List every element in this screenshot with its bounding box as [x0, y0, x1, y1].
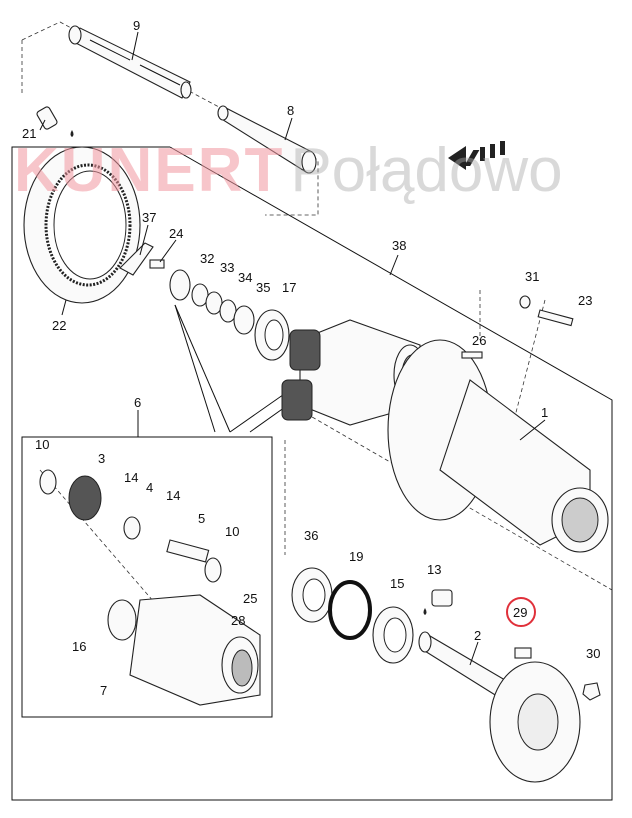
shaft-dashed-box [21, 21, 319, 216]
arrow-left-icon [448, 141, 505, 170]
part-2-axle-shaft [418, 631, 581, 783]
callout-30: 30 [586, 646, 600, 661]
callout-36: 36 [304, 528, 318, 543]
part-29-stud [514, 647, 532, 659]
highlight-circle [506, 597, 536, 627]
callout-5: 5 [198, 511, 205, 526]
callout-31: 31 [525, 269, 539, 284]
callout-24: 24 [169, 226, 183, 241]
callout-13: 13 [427, 562, 441, 577]
subassembly-6-frame [21, 436, 273, 718]
callout-1: 1 [541, 405, 548, 420]
part-22-ring-gear [23, 146, 141, 304]
callout-38: 38 [392, 238, 406, 253]
callout-3: 3 [98, 451, 105, 466]
part-8-spline-shaft [217, 105, 317, 174]
part-30-nut [582, 682, 601, 701]
callout-17: 17 [282, 280, 296, 295]
callout-16: 16 [72, 639, 86, 654]
callout-2: 2 [474, 628, 481, 643]
part-36-seal [291, 567, 333, 623]
washers-32-35 [169, 269, 255, 335]
callout-10b: 10 [225, 524, 239, 539]
part-19-ring [328, 580, 372, 640]
callout-19: 19 [349, 549, 363, 564]
callout-labels: 9 8 21 37 24 22 32 33 34 35 17 38 31 23 … [22, 18, 600, 698]
part-21-plug [36, 106, 74, 137]
callout-22: 22 [52, 318, 66, 333]
part-9-spline-shaft [68, 25, 192, 99]
part-37-bracket [119, 242, 154, 276]
callout-21: 21 [22, 126, 36, 141]
part-15-bearing [372, 606, 414, 664]
callout-15: 15 [390, 576, 404, 591]
part-1-axle-housing [387, 339, 609, 553]
callout-32: 32 [200, 251, 214, 266]
callout-14a: 14 [124, 470, 138, 485]
assembly-frame [11, 146, 613, 801]
callout-10a: 10 [35, 437, 49, 452]
callout-34: 34 [238, 270, 252, 285]
callout-35: 35 [256, 280, 270, 295]
callout-14b: 14 [166, 488, 180, 503]
callout-29[interactable]: 29 [513, 605, 527, 620]
callout-28: 28 [231, 613, 245, 628]
callout-9: 9 [133, 18, 140, 33]
callout-23: 23 [578, 293, 592, 308]
subassembly-6-parts [39, 469, 261, 706]
callout-26: 26 [472, 333, 486, 348]
callout-7: 7 [100, 683, 107, 698]
parts-23-31-bolt [519, 295, 574, 327]
callout-25: 25 [243, 591, 257, 606]
callout-4: 4 [146, 480, 153, 495]
callout-8: 8 [287, 103, 294, 118]
part-13-fitting [423, 589, 453, 615]
callout-6: 6 [134, 395, 141, 410]
callout-33: 33 [220, 260, 234, 275]
part-17-seal [254, 309, 290, 361]
part-26-bolt [461, 351, 483, 359]
part-24-bolt [149, 259, 165, 269]
callout-37: 37 [142, 210, 156, 225]
